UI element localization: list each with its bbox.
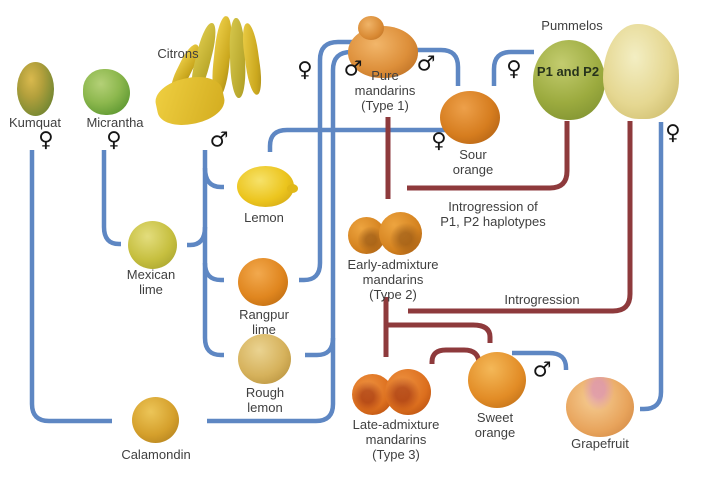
label-mexican-lime: Mexican lime bbox=[126, 267, 176, 297]
label-p1-and-p2: P1 and P2 bbox=[536, 64, 600, 79]
label-sour-orange: Sour orange bbox=[452, 147, 494, 177]
label-micrantha: Micrantha bbox=[86, 115, 144, 130]
arrow-lineage-to-sweet-orange bbox=[386, 322, 493, 343]
female-symbol-sour-orange: ♀ bbox=[431, 128, 447, 153]
label-sweet-orange: Sweet orange bbox=[474, 410, 516, 440]
arrow-mandarin-to-calamondin bbox=[207, 338, 336, 424]
arrow-kumquat-to-calamondin bbox=[29, 150, 112, 424]
label-citrons: Citrons bbox=[157, 46, 199, 61]
arrow-pummelo-to-grapefruit bbox=[640, 122, 664, 412]
male-symbol-sweet-orange: ♂ bbox=[532, 357, 552, 382]
citron-buddhas-hand-fruit bbox=[151, 15, 266, 132]
arrow-citron-to-mexican-lime bbox=[187, 226, 208, 248]
label-late-admixture-mandarins: Late-admixture mandarins (Type 3) bbox=[352, 417, 440, 462]
rough-lemon-fruit bbox=[238, 334, 291, 384]
label-grapefruit: Grapefruit bbox=[571, 436, 629, 451]
pummelo-p1-fruit bbox=[533, 40, 605, 120]
label-rangpur-lime: Rangpur lime bbox=[239, 307, 289, 337]
grapefruit-fruit bbox=[566, 377, 634, 437]
arrow-pummelo-introgression bbox=[408, 121, 633, 314]
male-symbol-citron: ♂ bbox=[209, 127, 229, 152]
label-kumquat: Kumquat bbox=[8, 115, 62, 130]
label-pummelos: Pummelos bbox=[541, 18, 603, 33]
label-pure-mandarins: Pure mandarins (Type 1) bbox=[354, 68, 416, 113]
rangpur-lime-fruit bbox=[238, 258, 288, 306]
label-introgression-p1-p2: Introgression of P1, P2 haplotypes bbox=[440, 199, 546, 229]
label-lemon: Lemon bbox=[244, 210, 284, 225]
male-symbol-mandarin-right: ♂ bbox=[416, 51, 436, 76]
mexican-lime-fruit bbox=[128, 221, 177, 269]
sweet-orange-fruit bbox=[468, 352, 526, 408]
male-symbol-mandarin-left: ♂ bbox=[343, 56, 363, 81]
label-early-admixture-mandarins: Early-admixture mandarins (Type 2) bbox=[347, 257, 439, 302]
sour-orange-fruit bbox=[440, 91, 500, 144]
arrow-micrantha-to-mexican-lime bbox=[101, 150, 121, 247]
mandarin-fruit bbox=[348, 217, 385, 254]
arrow-pummelo-to-sour-orange bbox=[491, 49, 534, 86]
label-introgression: Introgression bbox=[504, 292, 580, 307]
arrow-mandarin-to-rangpur-lime bbox=[299, 39, 362, 283]
early-admixture-mandarins-fruit bbox=[348, 212, 422, 257]
calamondin-fruit bbox=[132, 397, 179, 443]
arrow-citron-to-rough-lemon bbox=[202, 337, 224, 358]
arrow-citron-to-rangpur-lime bbox=[202, 262, 224, 283]
female-symbol-mandarin: ♀ bbox=[297, 57, 313, 82]
pummelo-p2-fruit bbox=[603, 24, 679, 119]
female-symbol-pummelo-left: ♀ bbox=[506, 56, 522, 81]
mandarin-fruit bbox=[385, 369, 431, 415]
arrow-mandarin-to-rough-lemon bbox=[305, 49, 366, 358]
female-symbol-micrantha: ♀ bbox=[106, 127, 122, 152]
arrow-mandarin-to-sour-orange bbox=[408, 47, 461, 86]
arrow-sweet-orange-to-late-admixture bbox=[429, 347, 482, 365]
label-rough-lemon: Rough lemon bbox=[245, 385, 285, 415]
late-admixture-mandarins-fruit bbox=[352, 369, 431, 417]
arrow-sour-orange-to-lemon bbox=[267, 127, 446, 152]
mandarin-fruit bbox=[379, 212, 422, 255]
lemon-fruit bbox=[237, 166, 298, 207]
arrow-pummelo-p1p2-introgression bbox=[407, 121, 570, 191]
female-symbol-kumquat: ♀ bbox=[38, 127, 54, 152]
arrow-citron-to-lemon bbox=[202, 167, 224, 190]
female-symbol-pummelo-right: ♀ bbox=[665, 120, 681, 145]
micrantha-fruit bbox=[83, 69, 130, 115]
label-calamondin: Calamondin bbox=[121, 447, 191, 462]
pure-mandarin-fruit bbox=[348, 16, 418, 78]
kumquat-fruit bbox=[17, 62, 54, 116]
arrow-sweet-orange-to-grapefruit bbox=[512, 350, 569, 370]
